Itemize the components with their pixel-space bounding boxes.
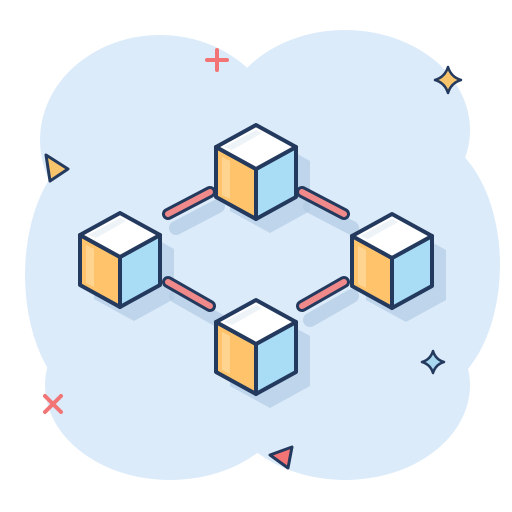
chain-link bbox=[165, 189, 213, 217]
block-bottom-cube-icon bbox=[214, 298, 298, 396]
plus-icon bbox=[205, 48, 229, 72]
decorations bbox=[43, 48, 463, 470]
cube-top-face bbox=[78, 211, 162, 259]
block-left-cube-icon bbox=[78, 211, 162, 309]
cube-top-face bbox=[214, 298, 298, 346]
link-shadow bbox=[169, 289, 225, 327]
cube-highlight bbox=[358, 246, 366, 288]
four-point-star-icon bbox=[433, 65, 463, 95]
triangle-icon bbox=[44, 153, 70, 183]
four-point-star-icon bbox=[420, 349, 446, 375]
chain-link bbox=[299, 189, 347, 217]
chain-link bbox=[165, 279, 213, 309]
cube-highlight bbox=[222, 157, 230, 199]
triangle-icon bbox=[268, 445, 294, 470]
block-top-cube-icon bbox=[214, 123, 298, 221]
cube-highlight bbox=[222, 332, 230, 374]
chain-links bbox=[162, 186, 350, 312]
link-shadow bbox=[303, 289, 359, 327]
cube-top-shade bbox=[224, 305, 262, 325]
chain-link bbox=[299, 279, 347, 309]
cube-top-shade bbox=[224, 130, 262, 150]
cube-top-face bbox=[350, 212, 434, 260]
link-shadow bbox=[169, 199, 225, 235]
block-right-cube-icon bbox=[350, 212, 434, 310]
cube-top-shade bbox=[88, 218, 126, 238]
link-shadow bbox=[303, 199, 359, 235]
cross-icon bbox=[43, 394, 63, 414]
cube-top-face bbox=[214, 123, 298, 171]
cube-top-shade bbox=[360, 219, 398, 239]
cube-highlight bbox=[86, 245, 94, 287]
blocks-layer bbox=[78, 123, 434, 396]
